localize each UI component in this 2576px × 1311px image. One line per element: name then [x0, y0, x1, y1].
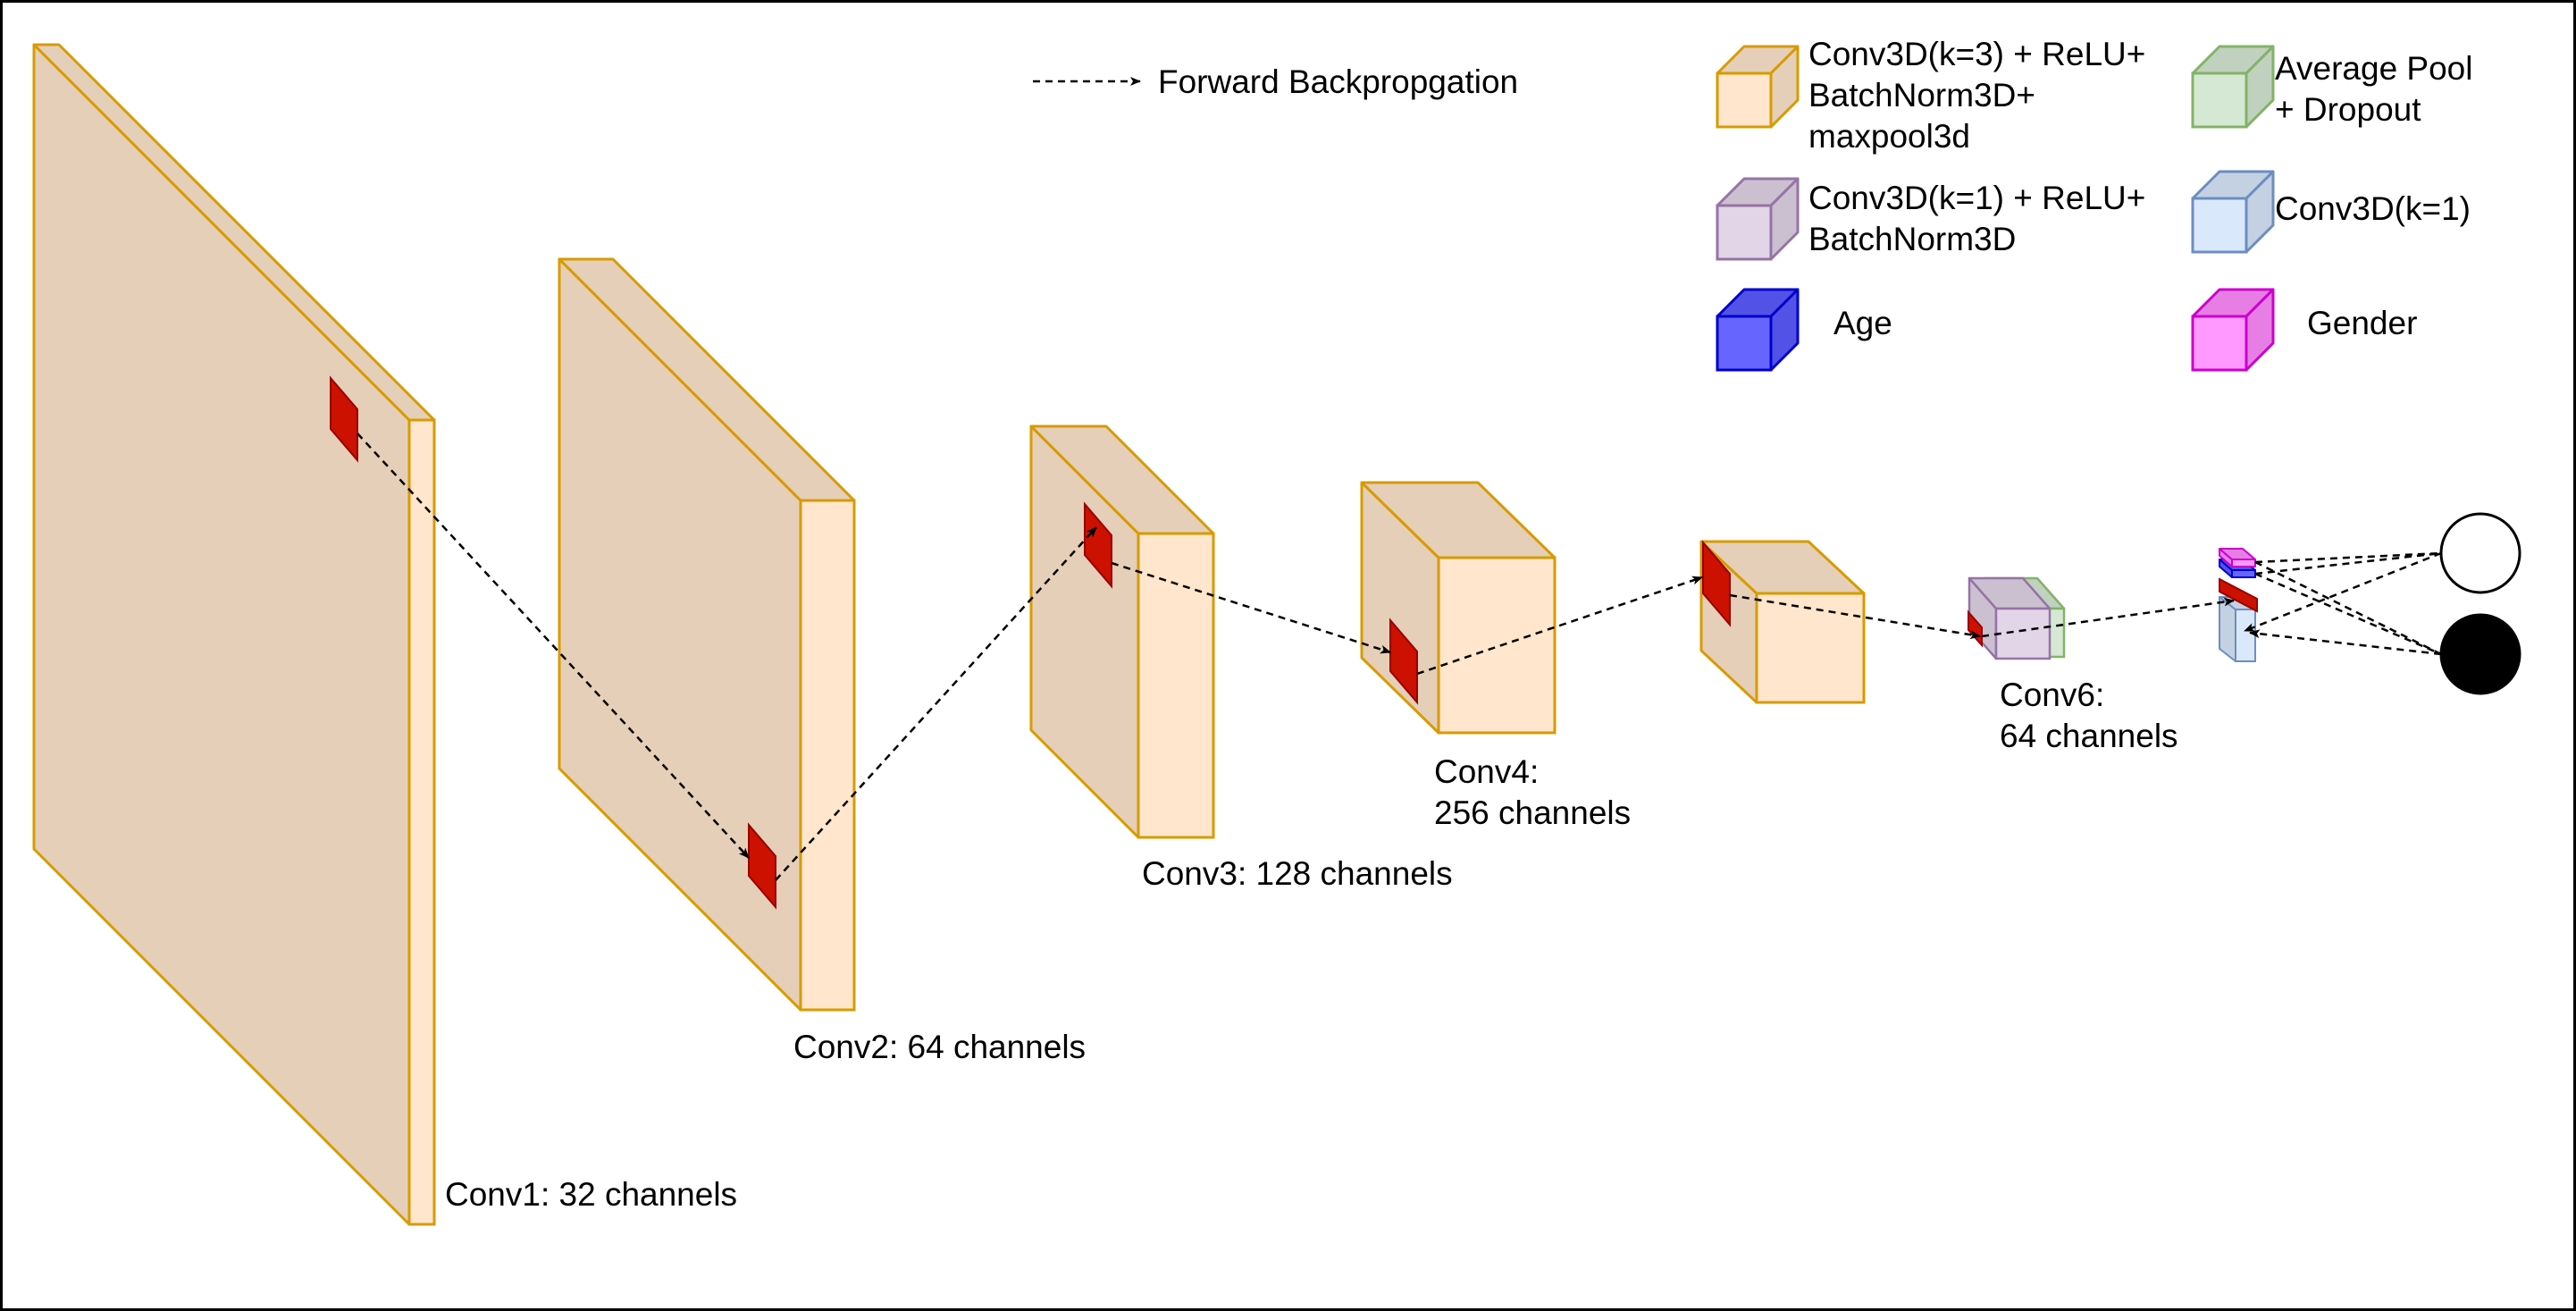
head-gender-block	[2219, 548, 2256, 567]
output-node-filled	[2439, 613, 2521, 695]
legend-age-swatch	[1716, 288, 1800, 372]
legend-conv-k1-relu-swatch	[1716, 177, 1800, 261]
arrow-conv5-conv6	[1729, 593, 1981, 640]
conv1-kernel	[330, 375, 358, 463]
conv3-label: Conv3: 128 channels	[1142, 855, 1453, 892]
legend-item-age: Age	[1716, 288, 1892, 372]
conv2-kernel	[748, 822, 776, 910]
legend-conv-k3-swatch	[1716, 45, 1800, 129]
conv6-block	[1968, 576, 2052, 660]
legend-conv-k3-label: Conv3D(k=3) + ReLU+BatchNorm3D+maxpool3d	[1808, 36, 2145, 155]
conv4-block	[1360, 481, 1557, 735]
arrow-conv3-conv4	[1111, 561, 1391, 654]
arrow-conv4-conv5	[1416, 576, 1703, 676]
legend-item-conv-k3: Conv3D(k=3) + ReLU+BatchNorm3D+maxpool3d	[1716, 36, 2145, 155]
legend-item-gender: Gender	[2191, 288, 2417, 372]
conv4-kernel	[1389, 618, 1418, 705]
conn-top-1-filled	[2254, 572, 2442, 656]
conn-filled-to-head	[2249, 629, 2442, 656]
output-node-empty	[2439, 512, 2521, 594]
legend-forward-label: Forward Backpropgation	[1158, 63, 1518, 100]
arrow-conv1-conv2	[357, 433, 750, 859]
legend-item-conv-k1: Conv3D(k=1)	[2191, 170, 2471, 254]
conv2-label: Conv2: 64 channels	[793, 1029, 1086, 1065]
legend-conv-k1-relu-label: Conv3D(k=1) + ReLU+BatchNorm3D	[1808, 180, 2145, 257]
legend-conv-k1-swatch	[2191, 170, 2275, 254]
conn-top-0-empty	[2254, 551, 2442, 564]
conn-empty-to-head	[2244, 551, 2442, 633]
conv3-kernel	[1084, 501, 1112, 589]
conv1-label: Conv1: 32 channels	[445, 1176, 737, 1213]
legend-age-label: Age	[1833, 305, 1892, 341]
conv6-label: Conv6:64 channels	[2000, 677, 2178, 754]
conv4-label: Conv4:256 channels	[1434, 753, 1631, 831]
legend-gender-label: Gender	[2307, 305, 2417, 341]
legend-conv-k1-label: Conv3D(k=1)	[2275, 190, 2471, 227]
legend-avg-pool-label: Average Pool+ Dropout	[2275, 50, 2472, 128]
conv5-kernel	[1702, 540, 1731, 627]
conv3-block	[1029, 424, 1215, 839]
head-red-bar	[2219, 577, 2258, 613]
arrow-conv6-head	[1981, 597, 2235, 638]
legend-item-avg-pool: Average Pool+ Dropout	[2191, 45, 2472, 129]
arrow-conv2-conv3	[775, 526, 1097, 881]
legend-avg-pool-swatch	[2191, 45, 2275, 129]
conn-top-1-empty	[2254, 551, 2442, 576]
conv2-block	[558, 257, 856, 1012]
conv1-block	[32, 43, 436, 1226]
conn-top-0-filled	[2254, 560, 2442, 656]
legend-item-conv-k1-relu: Conv3D(k=1) + ReLU+BatchNorm3D	[1716, 177, 2145, 261]
legend-gender-swatch	[2191, 288, 2275, 372]
